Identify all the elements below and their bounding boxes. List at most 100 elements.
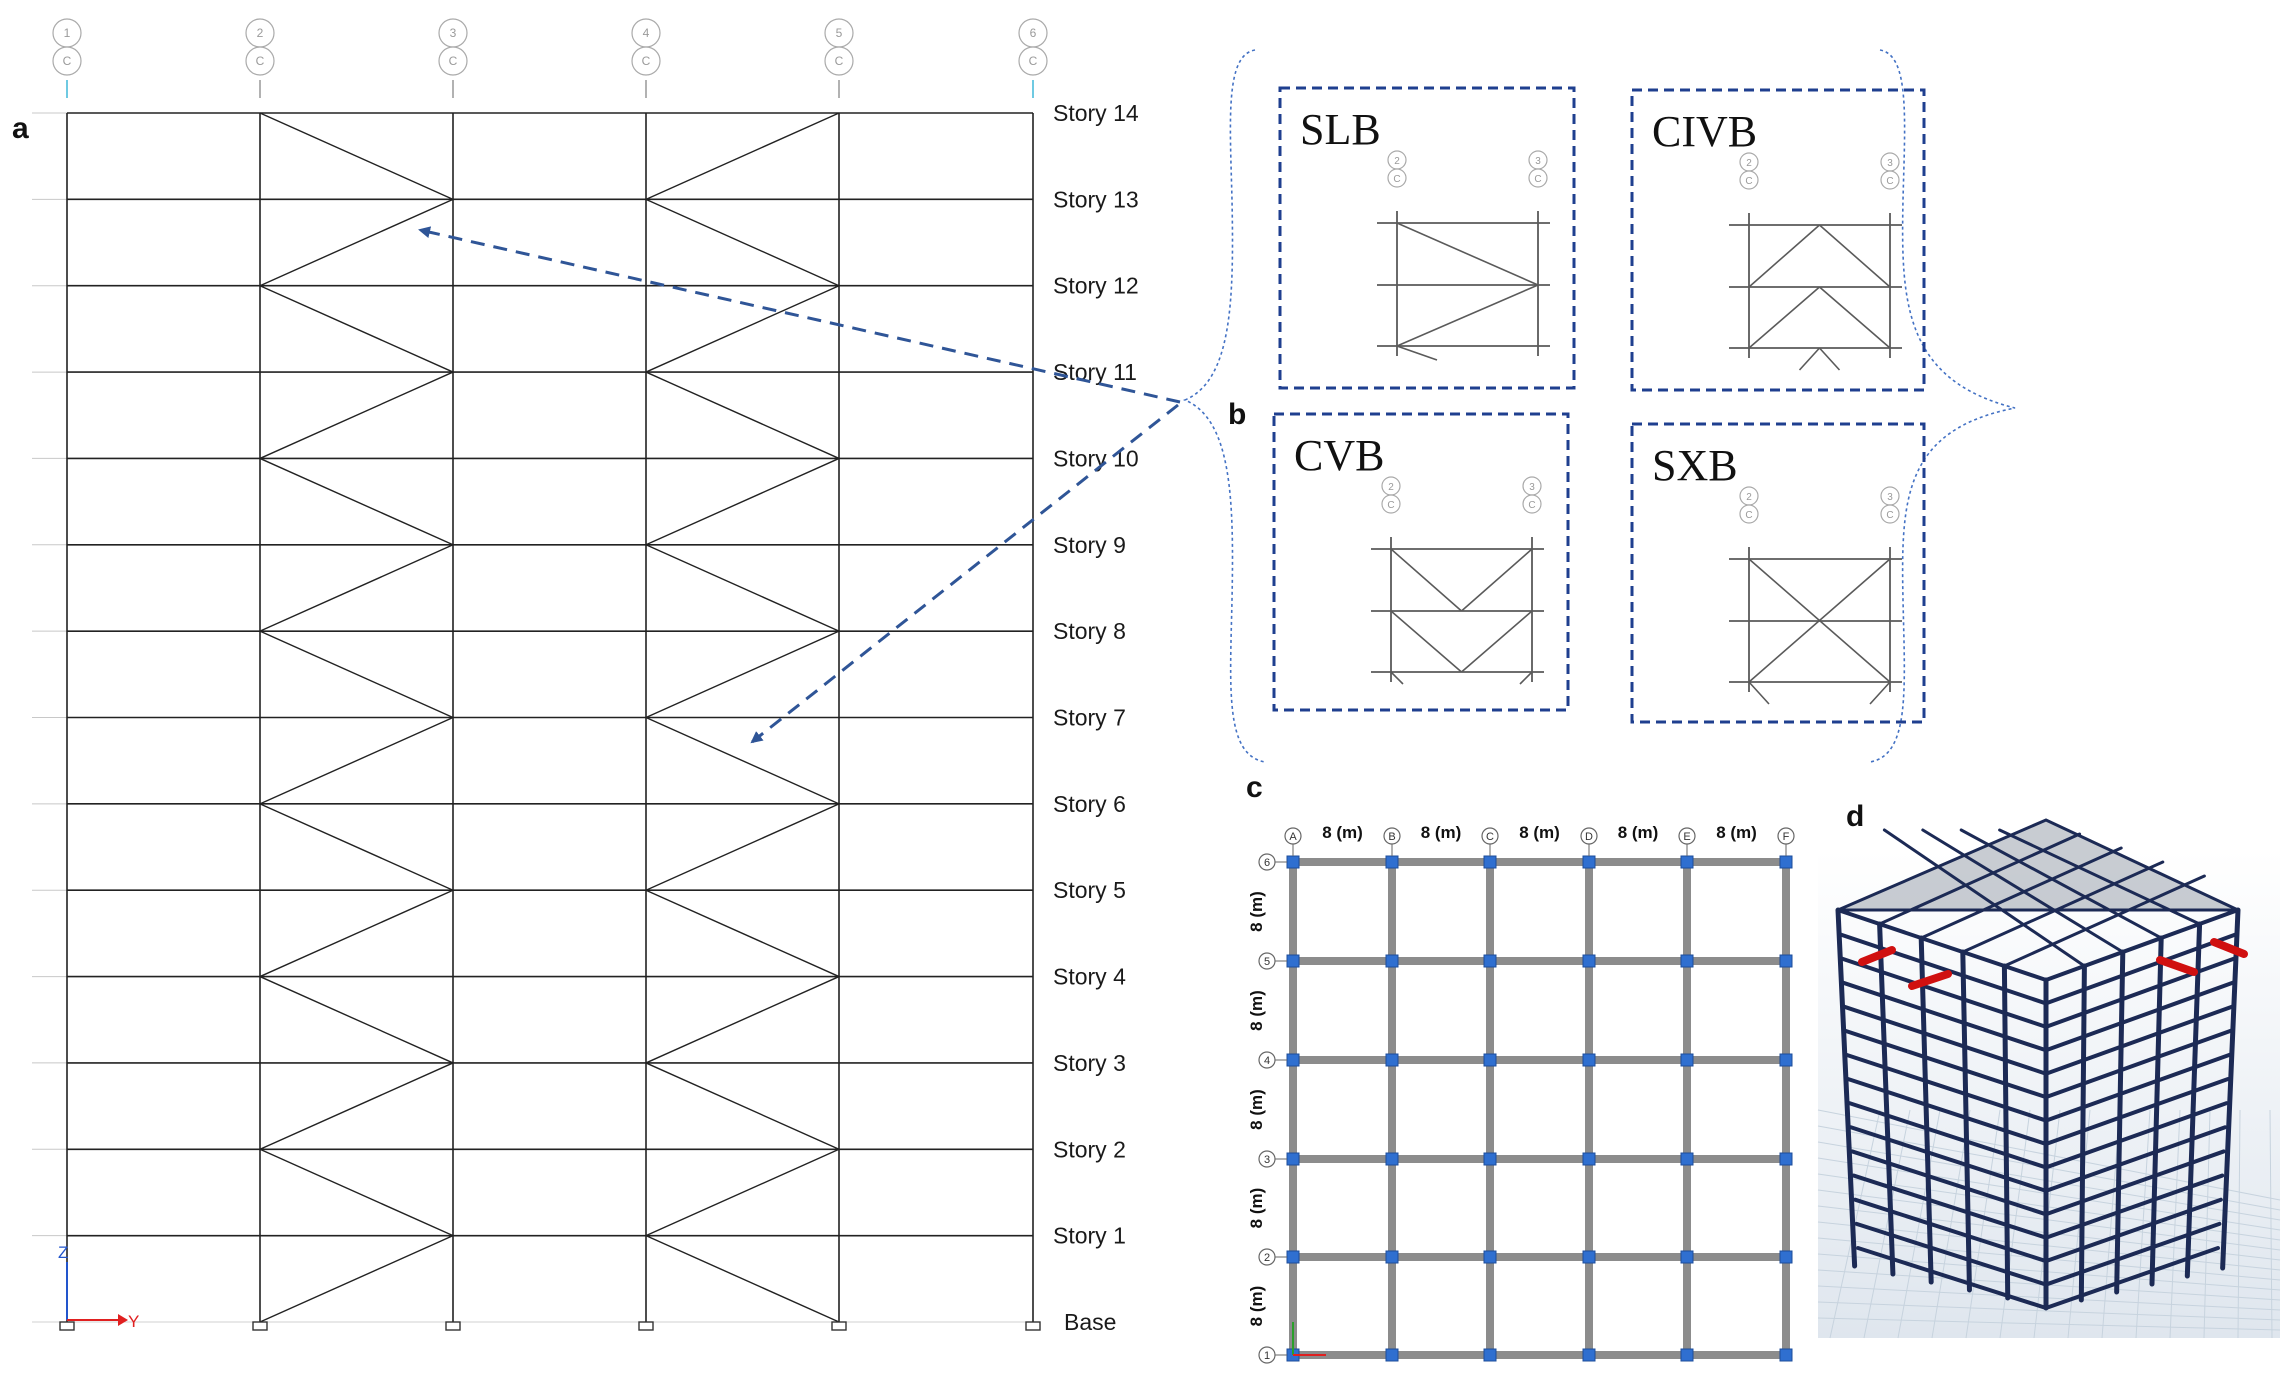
ground-grid-line xyxy=(2169,1109,2181,1339)
plan-column-node xyxy=(1779,855,1793,869)
story-label: Story 12 xyxy=(1053,273,1139,299)
column-grid-bubble-text: C xyxy=(1486,831,1494,843)
variant-bubble-left: 2C xyxy=(1739,486,1759,524)
model-floor-beam xyxy=(2044,1246,2220,1310)
model-floor-beam xyxy=(2044,1052,2232,1123)
bay-dimension-label: 8 (m) xyxy=(1247,990,1266,1031)
building-3d-model xyxy=(1817,818,2281,1339)
plan-column-node xyxy=(1483,1053,1497,1067)
brace-member xyxy=(1396,222,1539,286)
brace-member xyxy=(1396,345,1438,361)
brace-right-bay xyxy=(645,803,840,891)
brace-right-bay xyxy=(645,112,840,200)
grid-bubble-number-text: 4 xyxy=(643,26,650,40)
plan-column-node xyxy=(1483,855,1497,869)
brace-right-bay xyxy=(645,285,840,373)
ground-grid-line xyxy=(1965,1109,2001,1339)
brace-left-bay xyxy=(259,371,454,460)
plan-column-node xyxy=(1680,954,1694,968)
row-grid-bubble-text: 6 xyxy=(1264,857,1270,869)
model-floor-beam xyxy=(1847,1101,2048,1170)
variant-name-label: CVB xyxy=(1294,431,1384,480)
brace-member xyxy=(1748,224,1821,288)
grid-bubble-letter-text: C xyxy=(835,54,844,68)
brace-right-bay xyxy=(645,630,840,719)
brace-right-bay xyxy=(645,1148,840,1237)
plan-column-node xyxy=(1779,954,1793,968)
plan-column-node xyxy=(1680,1348,1694,1362)
plan-column-node xyxy=(1286,954,1300,968)
plan-column-node xyxy=(1779,1250,1793,1264)
bay-dimension-label: 8 (m) xyxy=(1247,1089,1266,1130)
plan-column-node xyxy=(1582,1152,1596,1166)
brace-right-bay xyxy=(645,889,840,978)
model-floor-beam xyxy=(2044,1028,2233,1100)
brace-left-bay xyxy=(259,716,454,805)
grid-bubble-letter-text: C xyxy=(1886,176,1893,187)
grid-bubble-letter-text: C xyxy=(63,54,72,68)
column-grid-bubble-text: B xyxy=(1388,831,1395,843)
grid-bubble-letter-text: C xyxy=(449,54,458,68)
model-floor-beam xyxy=(2044,1149,2226,1217)
grid-bubble-letter-text: C xyxy=(1393,174,1400,185)
brace-right-bay xyxy=(645,371,840,460)
model-column xyxy=(1960,949,1972,1293)
variant-dashed-box xyxy=(1272,412,1570,712)
story-label: Story 9 xyxy=(1053,532,1126,558)
model-brace-red xyxy=(1858,946,1896,966)
panel-letter-c: c xyxy=(1246,771,1263,804)
brace-left-bay xyxy=(259,1235,454,1323)
model-floor-beam xyxy=(2044,1197,2223,1264)
brace-left-bay xyxy=(259,975,454,1064)
grid-bubble-4: 4C xyxy=(631,18,661,76)
grid-bubble-number-text: 2 xyxy=(1746,492,1752,503)
left-brace-shape xyxy=(1182,49,1266,763)
support-symbol xyxy=(59,1321,75,1331)
grid-bubble-number-text: 3 xyxy=(450,26,457,40)
variant-name-label: SXB xyxy=(1652,441,1738,490)
brace-member xyxy=(1748,681,1770,705)
grid-bubble-number-text: 3 xyxy=(1887,492,1893,503)
ground-grid-line xyxy=(2135,1109,2151,1339)
grid-bubble-letter xyxy=(438,46,468,76)
grid-bubble-letter xyxy=(631,46,661,76)
model-brace-red xyxy=(2210,938,2248,958)
model-column xyxy=(2078,963,2087,1303)
ground-grid-line xyxy=(1817,1205,2281,1261)
model-floor-beam xyxy=(1840,980,2048,1053)
ground-grid-line xyxy=(1817,1317,2281,1331)
ground-grid-line xyxy=(1817,1157,2281,1231)
brace-member xyxy=(1818,347,1841,371)
plan-column-node xyxy=(1385,1250,1399,1264)
brace-left-bay xyxy=(259,457,454,546)
variant-bubble-left: 2C xyxy=(1381,476,1401,514)
brace-member xyxy=(1396,284,1539,347)
brace-member xyxy=(1390,671,1404,685)
pointer-arrows xyxy=(418,226,1181,744)
plan-column-node xyxy=(1582,1053,1596,1067)
story-label: Story 8 xyxy=(1053,618,1126,644)
story-label: Story 4 xyxy=(1053,964,1126,990)
brace-member xyxy=(1748,558,1891,683)
grid-bubble-letter-text: C xyxy=(1745,510,1752,521)
variant-name-label: SLB xyxy=(1300,105,1381,154)
brace-member xyxy=(1390,548,1463,612)
brace-right-bay xyxy=(645,1062,840,1150)
grid-bubble-number-text: 2 xyxy=(257,26,264,40)
bay-dimension-label: 8 (m) xyxy=(1247,891,1266,932)
grid-bubble-number-text: 3 xyxy=(1887,158,1893,169)
brace-member xyxy=(1460,548,1533,612)
model-floor-beam xyxy=(1836,908,2048,982)
plan-column-node xyxy=(1582,855,1596,869)
axis-y-label: Y xyxy=(128,1312,139,1331)
brace-member xyxy=(1818,224,1891,288)
plan-column-node xyxy=(1385,1348,1399,1362)
story-label: Story 1 xyxy=(1053,1223,1126,1249)
model-floor-beam xyxy=(2044,1101,2229,1170)
panel-letter-b: b xyxy=(1228,398,1246,431)
variant-bubble-right: 3C xyxy=(1880,486,1900,524)
